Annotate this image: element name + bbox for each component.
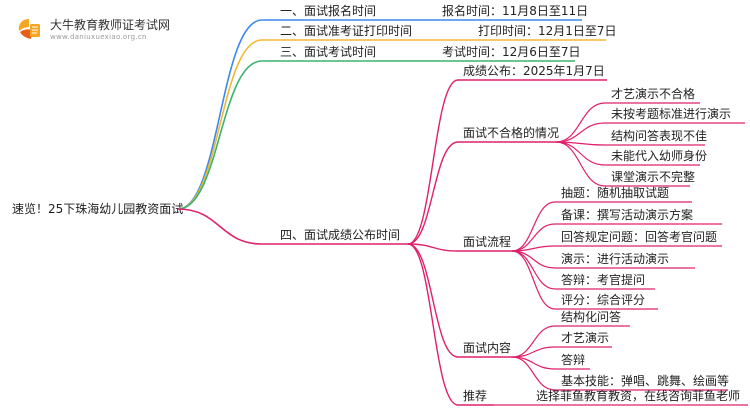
sub-branch-connector: [407, 243, 459, 406]
branch-connector: [177, 208, 263, 245]
leaf-connector: [555, 141, 606, 187]
branch-connector: [177, 19, 263, 210]
leaf-label: 未能代入幼师身份: [611, 148, 707, 163]
leaf-label: 备课：撰写活动演示方案: [561, 207, 693, 222]
leaf-label: 抽题：随机抽取试题: [561, 185, 669, 200]
brand-name: 大牛教育教师证考试网: [50, 18, 171, 32]
sub-branch-label: 成绩公布：2025年1月7日: [463, 64, 605, 78]
leaf-connector: [511, 250, 556, 290]
sub-branch-label: 面试流程: [463, 234, 511, 249]
leaf-label: 才艺演示不合格: [611, 86, 695, 101]
leaf-label: 基本技能：弹唱、跳舞、绘画等: [561, 373, 729, 388]
leaf-label: 未按考题标准进行演示: [611, 106, 731, 121]
leaf-label: 考试时间：12月6日至7日: [442, 44, 581, 59]
leaf-connector: [511, 250, 556, 310]
sub-branch-connector: [407, 243, 459, 358]
leaf-connector: [511, 245, 556, 252]
leaf-connector: [511, 356, 556, 391]
leaf-label: 评分：综合评分: [561, 292, 645, 307]
brand-url: www.daniuxuexiao.org.cn: [50, 33, 147, 41]
sub-branch-connector: [407, 141, 459, 245]
leaf-label: 打印时间：12月1日至7日: [478, 24, 617, 38]
sub-branch-label: 推荐: [463, 389, 487, 403]
leaf-label: 报名时间：11月8日至11日: [442, 3, 588, 18]
branch-connector: [177, 60, 263, 210]
leaf-label: 答辩: [561, 352, 585, 367]
leaf-label: 结构问答表现不佳: [611, 128, 707, 143]
leaf-label: 演示：进行活动演示: [561, 251, 669, 266]
leaf-label: 答辩：考官提问: [561, 272, 645, 287]
root-topic: 速览！25下珠海幼儿园教资面试: [12, 201, 183, 216]
branch-label: 一、面试报名时间: [280, 3, 376, 18]
leaf-label: 结构化问答: [561, 309, 621, 324]
leaf-connector: [511, 201, 556, 252]
book-icon: [18, 19, 40, 39]
branch-label: 二、面试准考证打印时间: [280, 23, 412, 38]
branch-label: 三、面试考试时间: [280, 44, 376, 59]
leaf-label: 选择菲鱼教育教资，在线咨询菲鱼老师: [536, 388, 740, 403]
brand-logo: 大牛教育教师证考试网 www.daniuxuexiao.org.cn: [16, 14, 196, 46]
leaf-connector: [511, 223, 556, 252]
sub-branch-label: 面试内容: [463, 340, 511, 355]
leaf-connector: [555, 122, 606, 143]
leaf-label: 课堂演示不完整: [611, 169, 695, 184]
leaf-connector: [555, 102, 606, 143]
sub-branch-connector: [407, 243, 459, 252]
leaf-label: 才艺演示: [561, 330, 609, 345]
branch-label: 四、面试成绩公布时间: [280, 227, 400, 242]
leaf-label: 回答规定问题：回答考官问题: [561, 229, 717, 244]
sub-branch-label: 面试不合格的情况: [463, 125, 559, 140]
sub-branch-connector: [407, 79, 459, 245]
